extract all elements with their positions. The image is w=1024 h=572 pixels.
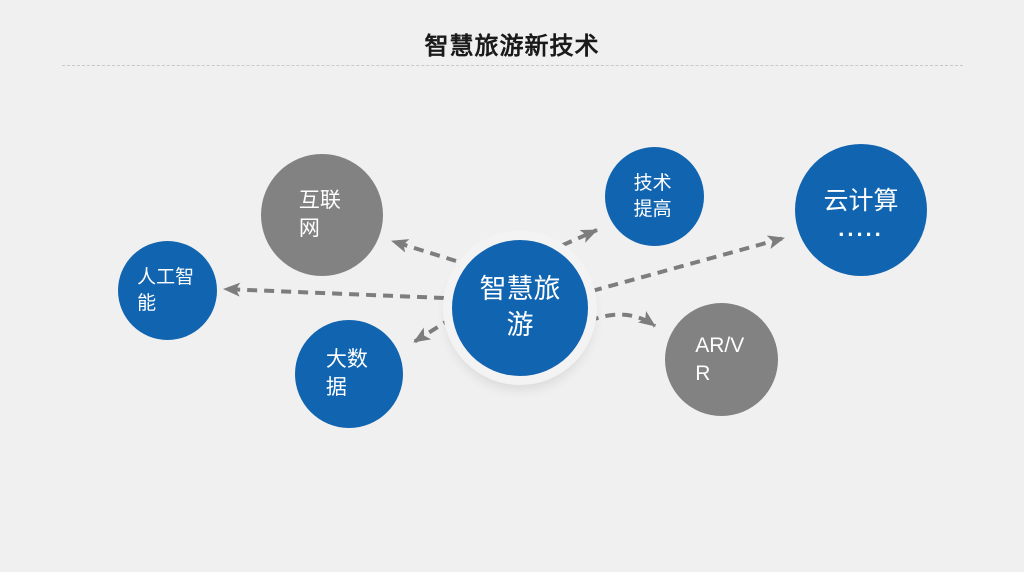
node-tech-improve: 技术提高 bbox=[605, 147, 704, 246]
arrow-to-ai bbox=[223, 282, 445, 300]
node-arvr-label: AR/VR bbox=[695, 333, 745, 385]
node-big-data: 大数据 bbox=[295, 320, 403, 428]
node-cloud-label: 云计算 bbox=[823, 186, 899, 215]
node-internet-label: 互联网 bbox=[298, 189, 341, 240]
arrow-to-cloud bbox=[591, 235, 785, 293]
arrow-to-bigdata bbox=[412, 316, 454, 344]
node-cloud-ellipsis: ..... bbox=[838, 215, 884, 241]
arrow-to-internet bbox=[391, 239, 457, 263]
node-ai-label: 人工智能 bbox=[137, 267, 195, 314]
node-ar-vr: AR/VR bbox=[665, 303, 778, 416]
title-divider bbox=[62, 65, 963, 66]
node-center-label: 智慧旅游 bbox=[479, 274, 561, 340]
node-center-smart-tourism: 智慧旅游 bbox=[452, 240, 588, 376]
node-bigdata-label: 大数据 bbox=[325, 348, 368, 399]
page-title: 智慧旅游新技术 bbox=[424, 33, 600, 60]
node-tech-improve-label: 技术提高 bbox=[633, 173, 672, 220]
node-cloud-computing: 云计算 ..... bbox=[795, 144, 927, 276]
node-internet: 互联网 bbox=[261, 154, 383, 276]
node-artificial-intelligence: 人工智能 bbox=[118, 241, 217, 340]
arrow-to-arvr bbox=[588, 311, 657, 328]
